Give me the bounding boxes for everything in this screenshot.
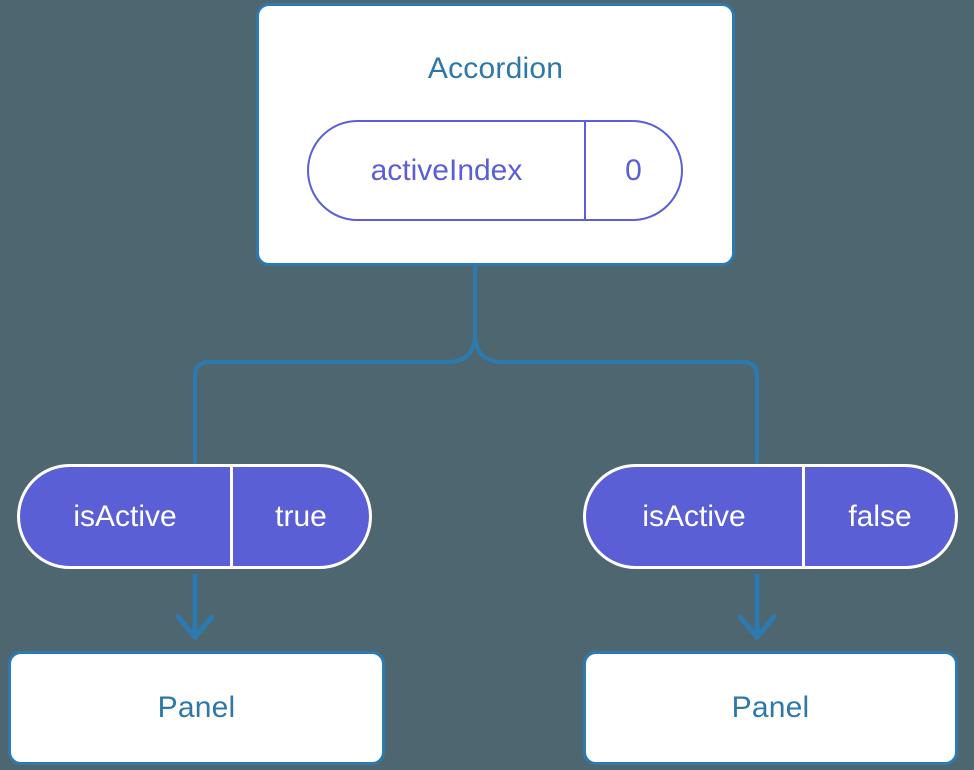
connector-left-branch	[193, 332, 477, 464]
left-isactive-state-pill[interactable]: isActive true	[17, 464, 372, 569]
accordion-title: Accordion	[427, 52, 564, 85]
accordion-state-key: activeIndex	[309, 122, 586, 219]
right-isactive-state-key: isActive	[586, 467, 805, 566]
right-panel-title: Panel	[731, 691, 810, 724]
right-panel-component-card[interactable]: Panel	[583, 651, 958, 765]
arrow-down-icon-left	[175, 614, 215, 640]
left-panel-title: Panel	[157, 691, 236, 724]
accordion-state-pill[interactable]: activeIndex 0	[307, 120, 683, 221]
accordion-state-value: 0	[625, 153, 642, 187]
arrow-down-icon-right	[737, 614, 777, 640]
right-isactive-state-pill[interactable]: isActive false	[583, 464, 958, 569]
right-isactive-state-value: false	[848, 499, 912, 533]
left-isactive-state-key: isActive	[20, 467, 233, 566]
left-panel-component-card[interactable]: Panel	[8, 651, 385, 765]
left-isactive-state-value: true	[275, 499, 327, 533]
connector-trunk-split	[473, 264, 759, 464]
